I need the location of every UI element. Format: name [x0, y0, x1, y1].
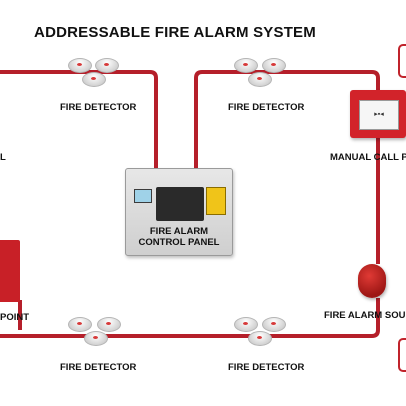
fire-detector-label: FIRE DETECTOR: [228, 102, 305, 113]
fire-alarm-sounder-label: FIRE ALARM SOUN: [324, 310, 406, 321]
fire-detector-label: FIRE DETECTOR: [60, 362, 137, 373]
fire-detector-label: FIRE DETECTOR: [228, 362, 305, 373]
smoke-detector-icon: [234, 317, 258, 332]
fire-detector-label: FIRE DETECTOR: [60, 102, 137, 113]
smoke-detector-icon: [95, 58, 119, 73]
smoke-detector-icon: [248, 72, 272, 87]
call-point-glass: ▸▪◂: [359, 100, 399, 130]
call-point-icon: ▸▪◂: [350, 90, 406, 138]
edge-device-bottom: [398, 338, 406, 372]
panel-indicator: [206, 187, 226, 215]
left-point-label: POINT: [0, 312, 30, 323]
control-panel: FIRE ALARM CONTROL PANEL: [125, 168, 233, 256]
left-cut-label: L: [0, 152, 6, 163]
wire-bottom: [0, 298, 380, 338]
smoke-detector-icon: [234, 58, 258, 73]
smoke-detector-icon: [262, 317, 286, 332]
smoke-detector-icon: [248, 331, 272, 346]
smoke-detector-icon: [82, 72, 106, 87]
panel-label: FIRE ALARM CONTROL PANEL: [126, 226, 232, 248]
smoke-detector-icon: [262, 58, 286, 73]
edge-device-top: [398, 44, 406, 78]
call-point-icon: [0, 240, 20, 302]
panel-keypad: [156, 187, 204, 221]
sounder-icon: [358, 264, 386, 298]
smoke-detector-icon: [68, 317, 92, 332]
smoke-detector-icon: [68, 58, 92, 73]
wire-top-left: [0, 70, 158, 168]
panel-label-line2: CONTROL PANEL: [138, 237, 220, 248]
manual-call-point-label: MANUAL CALL PO: [330, 152, 406, 163]
smoke-detector-icon: [84, 331, 108, 346]
wire-top-right: [194, 70, 380, 168]
diagram-title: ADDRESSABLE FIRE ALARM SYSTEM: [34, 24, 316, 41]
smoke-detector-icon: [97, 317, 121, 332]
panel-label-line1: FIRE ALARM: [149, 226, 209, 237]
panel-display: [134, 189, 152, 203]
